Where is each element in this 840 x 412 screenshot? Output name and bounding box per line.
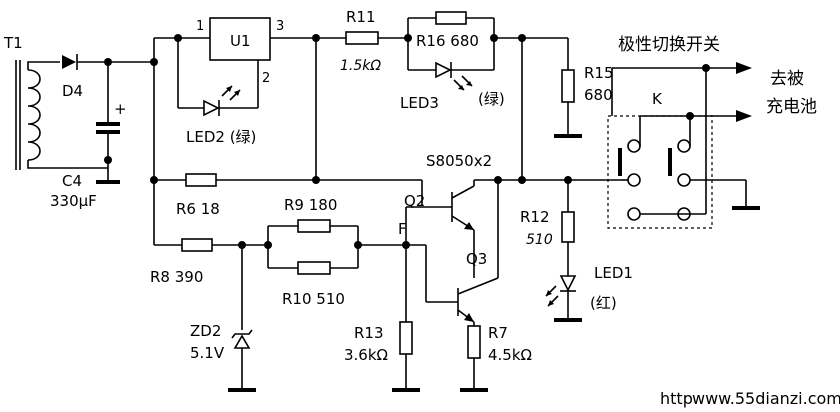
- resistor-r8: [154, 238, 268, 252]
- label-r13: R13: [354, 324, 384, 342]
- label-r15: R15: [584, 64, 614, 82]
- label-led1: LED1: [594, 264, 633, 282]
- diode-d4: [62, 54, 108, 70]
- resistor-r10: [267, 245, 359, 275]
- label-r8: R8 390: [150, 268, 203, 286]
- led-led1: [545, 275, 582, 322]
- wire-top-right: [494, 37, 569, 180]
- label-q3: Q3: [466, 250, 487, 268]
- label-r11-value: 1.5kΩ: [340, 58, 381, 74]
- transistor-q3: [426, 277, 499, 326]
- label-u1-pin3: 3: [276, 19, 284, 34]
- label-r12-value: 510: [526, 232, 553, 248]
- label-node-f: F: [398, 220, 407, 238]
- resistor-r11: [316, 31, 408, 45]
- transformer-t1: [15, 60, 108, 170]
- label-t1: T1: [3, 34, 23, 52]
- label-r7: R7: [488, 324, 508, 342]
- label-u1: U1: [230, 32, 251, 50]
- label-r6: R6 18: [176, 200, 220, 218]
- resistor-r7: [460, 325, 488, 392]
- label-u1-pin2: 2: [262, 71, 270, 86]
- resistor-r9: [267, 219, 359, 245]
- zener-zd2: [228, 245, 256, 392]
- led-led2: [177, 38, 258, 117]
- label-r11: R11: [346, 8, 376, 26]
- resistor-r12: [561, 180, 575, 276]
- battery-label-2: 充电池: [766, 97, 817, 117]
- label-c4-plus: +: [114, 100, 127, 118]
- label-d4: D4: [62, 82, 83, 100]
- label-q2: Q2: [404, 192, 425, 210]
- label-zd2: ZD2: [190, 322, 221, 340]
- label-zd2-value: 5.1V: [190, 344, 225, 362]
- label-r16: R16 680: [416, 32, 479, 50]
- label-u1-pin1: 1: [196, 19, 204, 34]
- output-arrows: [611, 62, 752, 122]
- label-led3-color: (绿): [478, 90, 505, 108]
- resistor-r15: [554, 69, 582, 138]
- resistor-r13: [392, 321, 420, 392]
- polarity-switch-k: [607, 68, 760, 229]
- label-r15-value: 680: [584, 86, 613, 104]
- label-led3: LED3: [400, 94, 439, 112]
- switch-title: 极性切换开关: [618, 35, 720, 55]
- node-f-wiring: [358, 207, 427, 322]
- resistor-r6: [154, 173, 422, 187]
- label-r13-value: 3.6kΩ: [344, 346, 388, 364]
- battery-label-1: 去被: [770, 69, 804, 89]
- led-led3: [407, 38, 495, 91]
- left-rail: [108, 37, 178, 245]
- label-q-type: S8050x2: [426, 152, 492, 170]
- watermark-left: http: [660, 389, 693, 408]
- watermark-right: www.55dianzi.com: [692, 389, 840, 408]
- transistor-q2: [406, 180, 475, 278]
- junction-dots: [104, 34, 710, 249]
- label-led1-color: (红): [590, 294, 617, 312]
- label-r9: R9 180: [284, 196, 337, 214]
- label-led2: LED2 (绿): [186, 128, 256, 146]
- label-r7-value: 4.5kΩ: [488, 346, 532, 364]
- label-r10: R10 510: [282, 290, 345, 308]
- label-c4: C4: [62, 172, 82, 190]
- label-r12: R12: [520, 208, 550, 226]
- label-c4-value: 330µF: [50, 192, 97, 210]
- regulator-u1: [178, 17, 316, 108]
- capacitor-c4: [96, 62, 120, 184]
- label-switch-k: K: [652, 90, 663, 108]
